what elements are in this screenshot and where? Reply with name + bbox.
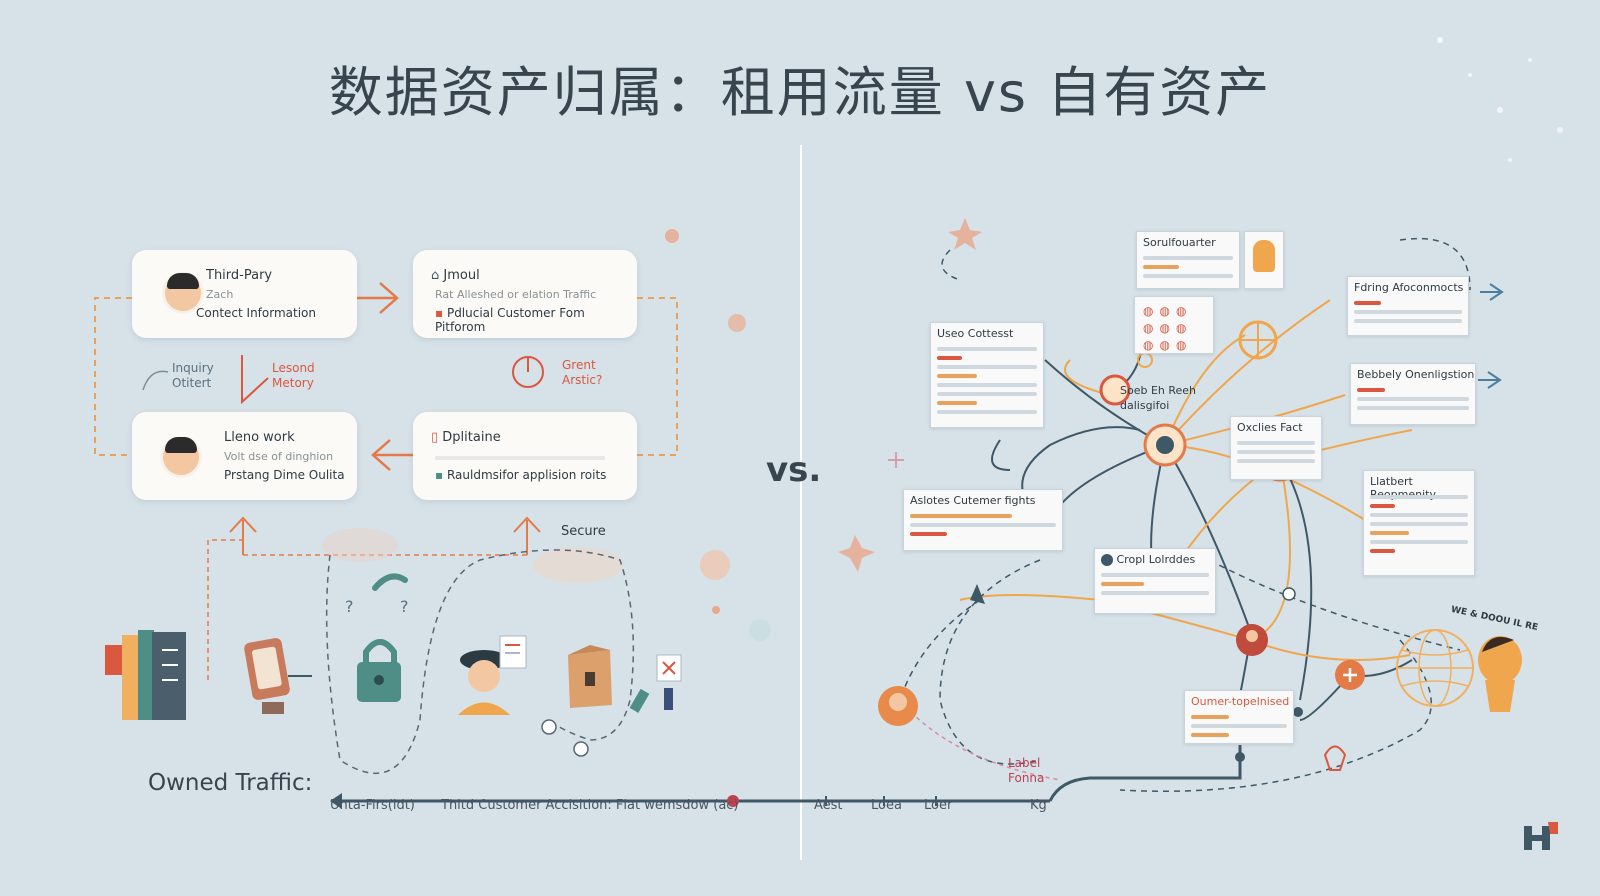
axis-arrowhead [330, 793, 342, 809]
rejected-card-icon [629, 654, 682, 713]
red-corner-arrow [241, 355, 269, 405]
axis-tick-label: Thitd Customer Acclsition: Flat wemsdow … [441, 798, 739, 813]
label-lesond: Lesond Metory [272, 361, 315, 390]
network-dashed [899, 237, 1471, 792]
label-forna: Label Fonna [1008, 756, 1045, 785]
panel-useo-cottesst[interactable]: Useo Cottesst [930, 322, 1044, 428]
mascot-icon [1253, 240, 1275, 272]
dashed-route [325, 549, 635, 775]
document-icon: ▯ [431, 430, 439, 445]
up-arrow-right [513, 516, 541, 555]
head-icon [1323, 745, 1347, 771]
svg-text:?: ? [345, 597, 354, 616]
cloud-shape [533, 547, 623, 583]
card-lleno-work[interactable]: Lleno work Volt dse of dinghion Prstang … [132, 412, 357, 500]
card-progress-placeholder [435, 456, 605, 460]
book-stack-icon [105, 630, 186, 720]
right-loop-dash [637, 297, 678, 456]
owned-traffic-label: Owned Traffic: [148, 770, 313, 796]
clipboard-icon [244, 638, 312, 714]
card-line: Contect Information [196, 306, 316, 320]
axis-tick-label: Loer [924, 798, 953, 813]
badge-icon [1101, 554, 1113, 566]
corner-logo-icon [1524, 822, 1558, 850]
hub-label: Soeb Eh Reeh dalisgifoi [1120, 384, 1197, 412]
person-node [1099, 374, 1131, 406]
panel-oxclies-fact[interactable]: Oxclies Fact [1230, 416, 1322, 480]
panel-aslotes-cutemer-fights[interactable]: Aslotes Cutemer fights [903, 489, 1063, 551]
card-title: Third-Pary [206, 268, 273, 283]
lock-icon: ⌂ [431, 268, 440, 283]
svg-text:?: ? [400, 597, 409, 616]
arrow-left-bottom [371, 439, 413, 471]
axis-tick-label: Unta-Firs(ldt) [330, 798, 415, 813]
panel-sorulfouarter[interactable]: Sorulfouarter [1136, 231, 1240, 289]
card-line: ▪ Pdlucial Customer Fom Pitforom [435, 306, 585, 334]
card-title: ⌂ Jmoul [431, 268, 480, 283]
card-line: Prstang Dime Oulita [224, 468, 345, 482]
paper-bag-icon [568, 645, 612, 708]
axis-tick-label: Loea [871, 798, 902, 813]
vs-label: vs. [766, 450, 822, 490]
card-title: ▯ Dplitaine [431, 430, 501, 445]
page-title: 数据资产归属：租用流量 vs 自有资产 [328, 61, 1272, 124]
panel-bebbely-onenligstion[interactable]: Bebbely Onenligstion [1350, 363, 1476, 425]
label-secure: Secure [561, 524, 606, 539]
card-line: ▪ Rauldmsifor applision roits [435, 468, 607, 482]
card-third-party[interactable]: Third-Pary Zach Contect Information [132, 250, 357, 338]
panel-oumer-topelnised[interactable]: Oumer-topelnised [1184, 690, 1294, 744]
left-loop-dash [94, 297, 132, 456]
card-subtitle: Volt dse of dinghion [224, 450, 334, 463]
avatar [162, 272, 204, 314]
label-grent: Grent Arstic? [562, 358, 603, 387]
card-subtitle: Zach [206, 288, 234, 301]
label-inquiry: Inquiry Otitert [172, 361, 214, 390]
panel-fdring-afoconmocts[interactable]: Fdring Afoconmocts [1347, 276, 1469, 336]
panel-cropl-lolrddes[interactable]: Cropl Lolrddes [1094, 548, 1216, 614]
avatar [160, 436, 202, 478]
axis-tick-label: Kg [1030, 798, 1047, 813]
panel-llatbert-reopmenity[interactable]: Llatbert Reopmenity [1363, 470, 1475, 576]
person-with-document-icon [458, 635, 527, 715]
panel-mascot[interactable] [1244, 231, 1284, 289]
person-silhouette-icon [1478, 636, 1522, 712]
up-arrow-left [229, 516, 257, 555]
icon-grid: ◍◍◍◍◍◍◍◍◍ [1143, 304, 1193, 352]
padlock-icon [357, 639, 401, 702]
axis-marker [727, 795, 739, 807]
card-title: Lleno work [224, 430, 295, 445]
arrow-right-top [357, 282, 399, 314]
card-jmoul[interactable]: ⌂ Jmoul Rat Alleshed or elation Traffic … [413, 250, 637, 338]
inquiry-swirl [142, 370, 169, 391]
card-dplitaine[interactable]: ▯ Dplitaine ▪ Rauldmsifor applision roit… [413, 412, 637, 500]
axis-tick-label: Aest [814, 798, 843, 813]
wire-globe-icon [1396, 629, 1474, 707]
panel-icon-grid[interactable]: ◍◍◍◍◍◍◍◍◍ [1134, 296, 1214, 354]
card-subtitle: Rat Alleshed or elation Traffic [435, 288, 597, 301]
